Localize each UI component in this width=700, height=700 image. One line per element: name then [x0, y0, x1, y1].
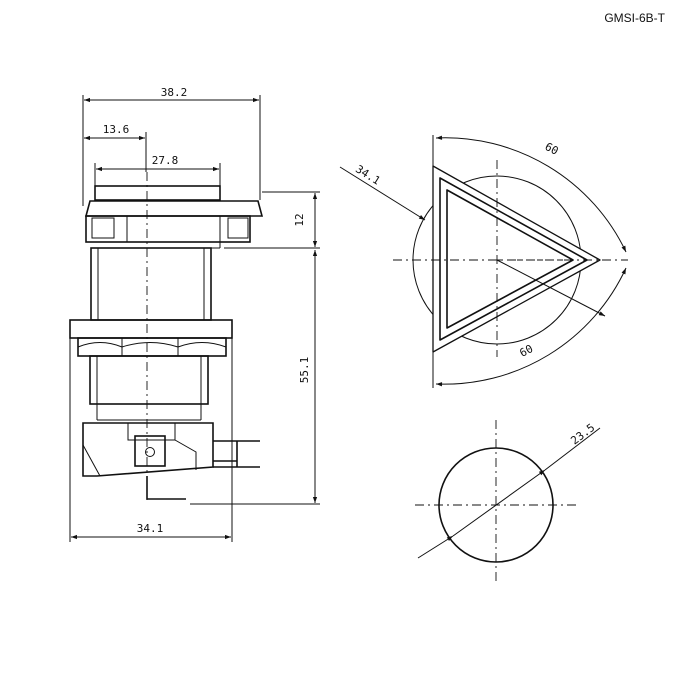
model-title: GMSI-6B-T	[604, 11, 665, 25]
dim-bezel-height: 12	[293, 213, 306, 226]
bezel-tab-left	[91, 217, 115, 239]
bezel-tab-right	[227, 217, 249, 239]
dim-arc-upper	[435, 135, 627, 253]
dim-base-width: 34.1	[137, 522, 164, 535]
switch-housing-slope	[82, 444, 101, 477]
mounting-nut	[69, 319, 233, 339]
terminal-lug	[134, 435, 166, 467]
side-view	[69, 172, 264, 500]
dim-body-height: 55.1	[298, 357, 311, 384]
dim-cutout-diameter: 23.5	[568, 421, 597, 447]
dim-line-triangle-diameter	[339, 166, 426, 221]
switch-wedge	[174, 439, 197, 470]
bezel-flange	[84, 200, 264, 217]
dim-arc-lower	[435, 267, 627, 387]
switch-housing	[82, 422, 214, 477]
nut-curve-2	[121, 342, 179, 348]
switch-inner-block	[127, 423, 176, 441]
dim-triangle-side-lower: 60	[517, 342, 535, 360]
upper-barrel	[90, 247, 212, 321]
triangle-bezel	[432, 165, 601, 353]
nut-hex	[77, 337, 227, 357]
dim-line-cutout	[417, 535, 454, 559]
dim-triangle-side-upper: 60	[543, 140, 561, 158]
dim-bezel-inner: 13.6	[103, 123, 130, 136]
dim-line-cutout-2	[452, 469, 546, 537]
cutout-view: 23.5	[415, 420, 601, 585]
bottom-tab	[146, 476, 186, 500]
side-view-dimensions: 38.2 13.6 27.8 12 55.1 34.1	[69, 86, 320, 542]
dim-line-cutout-leader	[544, 427, 601, 471]
dim-top-width: 38.2	[161, 86, 188, 99]
nut-curve-3	[177, 342, 227, 348]
nut-curve-1	[77, 342, 123, 348]
lower-barrel	[89, 355, 209, 405]
lens-cap	[94, 185, 221, 201]
bezel-block	[85, 215, 251, 243]
terminal-hole	[145, 447, 155, 457]
dim-lens-width: 27.8	[152, 154, 179, 167]
front-view: 34.1 60 60	[339, 135, 628, 388]
